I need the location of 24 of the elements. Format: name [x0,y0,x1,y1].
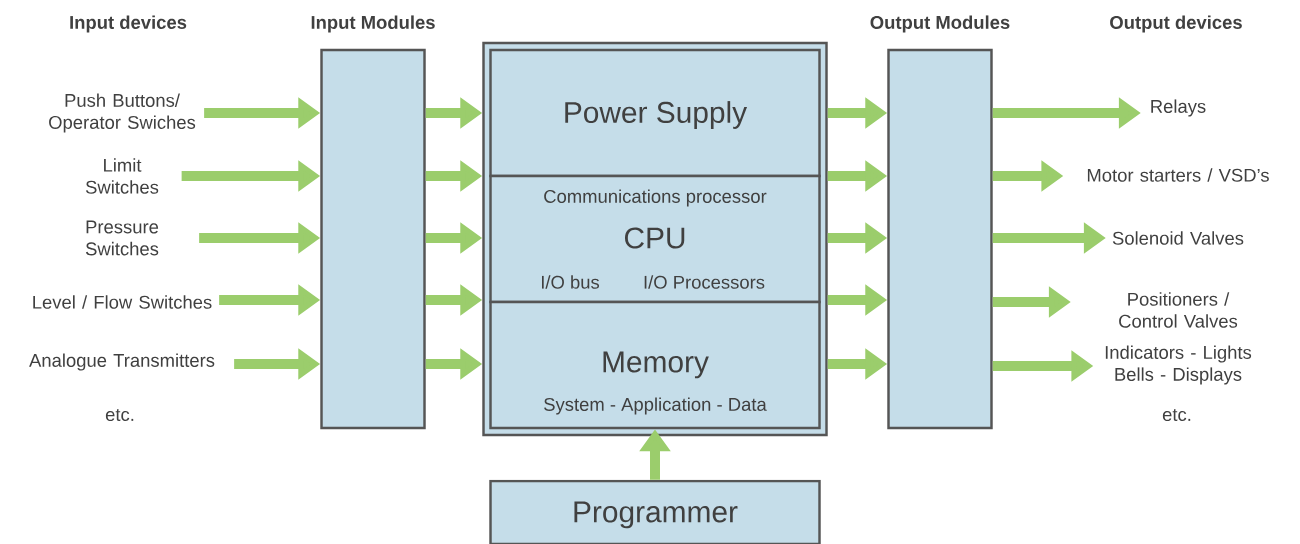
box-title: Memory [603,351,709,379]
column-heading: Output Modules [870,15,1010,33]
box-title: CPU [625,227,685,249]
device-label: Motor starters / VSD’s [1087,168,1269,182]
etc-label: etc. [105,408,134,422]
box-title: Power Supply [565,101,748,129]
device-label: Limit Switches [85,158,159,194]
column-heading: Input devices [70,15,187,33]
device-label: Indicators - Lights Bells - Displays [1105,345,1252,385]
box-text: System - Application - Data [544,397,767,415]
device-label: Positioners / Control Valves [1119,292,1238,328]
etc-label: etc. [1162,408,1191,422]
device-label: Relays [1151,99,1206,117]
device-label: Level / Flow Switches [33,295,212,309]
device-label: Push Buttons/ Operator Swiches [49,93,196,133]
device-label: Solenoid Valves [1112,231,1244,245]
box-text: I/O Processors [644,275,765,289]
box-text: Communications processor [544,189,767,207]
box-text: I/O bus [542,275,600,289]
column-heading: Output devices [1110,15,1242,33]
column-heading: Input Modules [311,15,435,33]
device-label: Pressure Switches [85,220,159,256]
device-label: Analogue Transmitters [29,353,215,371]
box-title: Programmer [574,501,738,529]
